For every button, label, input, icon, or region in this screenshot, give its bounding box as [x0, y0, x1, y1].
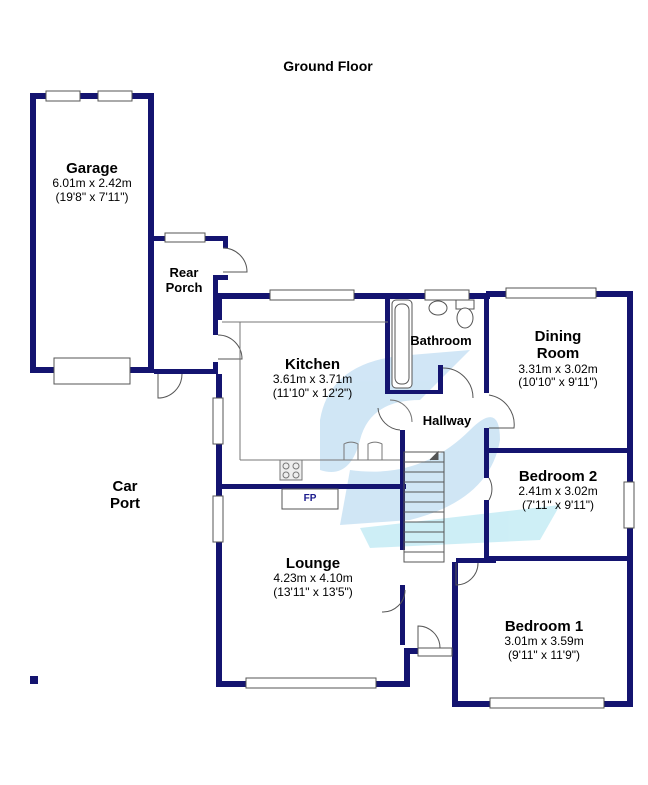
kitchen-label: Kitchen 3.61m x 3.71m (11'10" x 12'2"): [240, 356, 385, 401]
dining-room-label: Dining Room 3.31m x 3.02m (10'10" x 9'11…: [489, 328, 627, 390]
garage-windows: [45, 90, 133, 385]
bedroom-2-metric: 2.41m x 3.02m: [518, 484, 598, 499]
bedroom-1-name: Bedroom 1: [504, 618, 584, 635]
kitchen-fixtures: [222, 321, 413, 481]
fireplace-label: FP: [303, 493, 317, 504]
garage-imperial: (19'8" x 7'11"): [55, 190, 129, 205]
bedroom-1-label: Bedroom 1 3.01m x 3.59m (9'11" x 11'9"): [470, 618, 618, 663]
rear-porch-fixtures: [157, 232, 248, 399]
bathroom-fixtures: [391, 299, 475, 399]
lounge-label: Lounge 4.23m x 4.10m (13'11" x 13'5"): [238, 555, 388, 600]
hallway-label: Hallway: [410, 413, 484, 429]
kitchen-name: Kitchen: [284, 356, 340, 373]
lounge-name: Lounge: [285, 555, 341, 572]
garage-label: Garage 6.01m x 2.42m (19'8" x 7'11"): [30, 160, 154, 205]
bathroom-name: Bathroom: [410, 333, 472, 348]
bedroom-2-name: Bedroom 2: [518, 468, 598, 485]
house-windows: [212, 287, 635, 709]
dining-room-name-2: Room: [536, 345, 580, 363]
page-title: Ground Floor: [283, 58, 373, 74]
fireplace-box: [281, 488, 339, 510]
garage-name: Garage: [66, 160, 118, 177]
door-swings: [377, 394, 515, 657]
garage-metric: 6.01m x 2.42m: [52, 176, 132, 191]
bedroom-1-metric: 3.01m x 3.59m: [504, 634, 584, 649]
rear-porch-name-2: Porch: [165, 279, 203, 295]
rear-porch-label: Rear Porch: [154, 265, 214, 296]
dining-room-imperial: (10'10" x 9'11"): [518, 375, 598, 390]
car-port-name-1: Car: [112, 478, 138, 495]
car-port-name-2: Port: [110, 495, 140, 513]
rear-porch-walls: [148, 236, 228, 374]
bathroom-label: Bathroom: [396, 333, 486, 349]
bedroom-2-label: Bedroom 2 2.41m x 3.02m (7'11" x 9'11"): [489, 468, 627, 513]
marker-square: [30, 676, 38, 684]
stairs: [403, 450, 445, 563]
rear-porch-name-1: Rear: [169, 265, 199, 280]
kitchen-imperial: (11'10" x 12'2"): [272, 386, 353, 401]
watermark-logo: [320, 350, 560, 548]
dining-room-name-1: Dining: [534, 328, 582, 345]
dining-room-metric: 3.31m x 3.02m: [518, 361, 598, 376]
garage-walls: [30, 93, 154, 373]
lounge-imperial: (13'11" x 13'5"): [273, 585, 353, 600]
kitchen-metric: 3.61m x 3.71m: [272, 372, 353, 387]
bedroom-2-imperial: (7'11" x 9'11"): [521, 498, 595, 513]
car-port-label: Car Port: [95, 478, 155, 513]
bedroom-1-imperial: (9'11" x 11'9"): [507, 648, 581, 663]
hallway-name: Hallway: [422, 413, 472, 428]
lounge-metric: 4.23m x 4.10m: [273, 571, 353, 586]
